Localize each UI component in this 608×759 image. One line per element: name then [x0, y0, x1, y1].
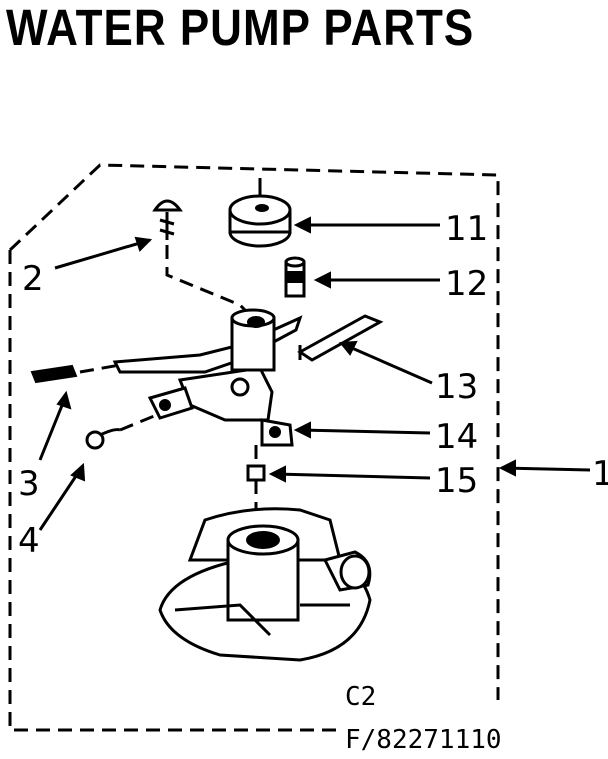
pump-base-housing: [158, 507, 372, 662]
part-11-cap: [228, 178, 292, 248]
figure-number: F/82271110: [345, 725, 502, 755]
callout-13: 13: [435, 367, 478, 407]
callout-12: 12: [445, 264, 488, 304]
callout-15: 15: [435, 461, 478, 501]
callout-14: 14: [435, 417, 478, 457]
leader-arrows: [38, 216, 591, 531]
page-title: WATER PUMP PARTS: [6, 0, 475, 57]
diagram-code: C2: [345, 682, 376, 712]
callout-2: 2: [22, 259, 44, 299]
part-12-cylinder: [284, 256, 306, 298]
assembly-boundary: [8, 163, 500, 732]
part-13-lever: [297, 314, 384, 362]
callout-1: 1: [592, 454, 608, 494]
part-3-pin: [30, 363, 121, 384]
callout-4: 4: [18, 521, 40, 561]
callout-3: 3: [18, 464, 40, 504]
part-14-pump-body: [112, 308, 303, 447]
callout-11: 11: [445, 209, 488, 249]
